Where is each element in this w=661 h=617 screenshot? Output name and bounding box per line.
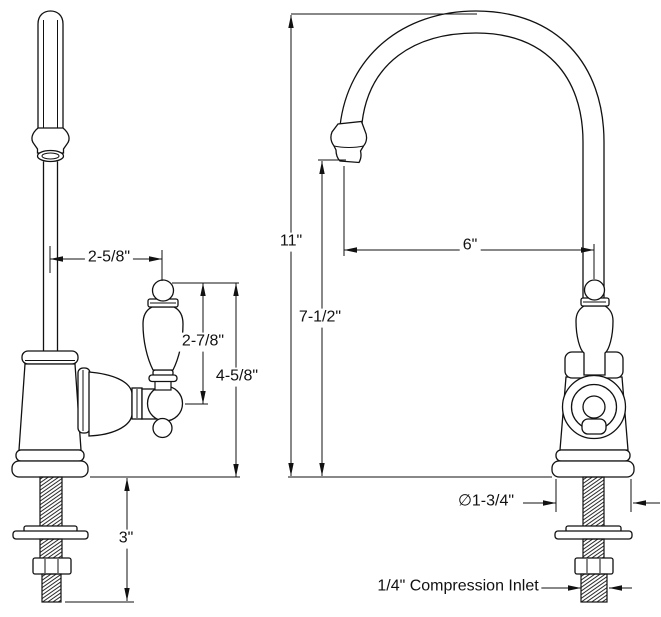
dimension-label-spout-reach: 6" — [459, 236, 481, 256]
front-view-handle — [575, 279, 614, 376]
side-view-body — [11, 350, 89, 478]
dimension-label-base-diameter: ∅1-3/4" — [454, 492, 518, 512]
side-view-faucet — [11, 10, 184, 603]
front-view-base — [551, 449, 635, 478]
side-view-valve-and-handle — [77, 279, 184, 439]
front-view-spout — [330, 10, 605, 353]
side-view-shank — [12, 476, 89, 603]
dimension-label-compression-inlet: 1/4" Compression Inlet — [374, 577, 542, 597]
dimension-label-overall-height: 11" — [276, 232, 306, 252]
side-view-spout — [31, 10, 70, 351]
dimension-label-spout-to-handle-offset: 2-5/8" — [84, 248, 134, 268]
front-view-faucet — [330, 10, 635, 603]
front-view-shank — [554, 476, 633, 603]
dimension-label-shank-length: 3" — [115, 529, 137, 549]
dimension-label-spout-outlet-height: 7-1/2" — [295, 308, 345, 328]
dimension-label-handle-length: 2-7/8" — [178, 332, 228, 352]
front-view-medallion — [561, 374, 627, 440]
dimension-label-deck-to-handle-top: 4-5/8" — [212, 367, 262, 387]
